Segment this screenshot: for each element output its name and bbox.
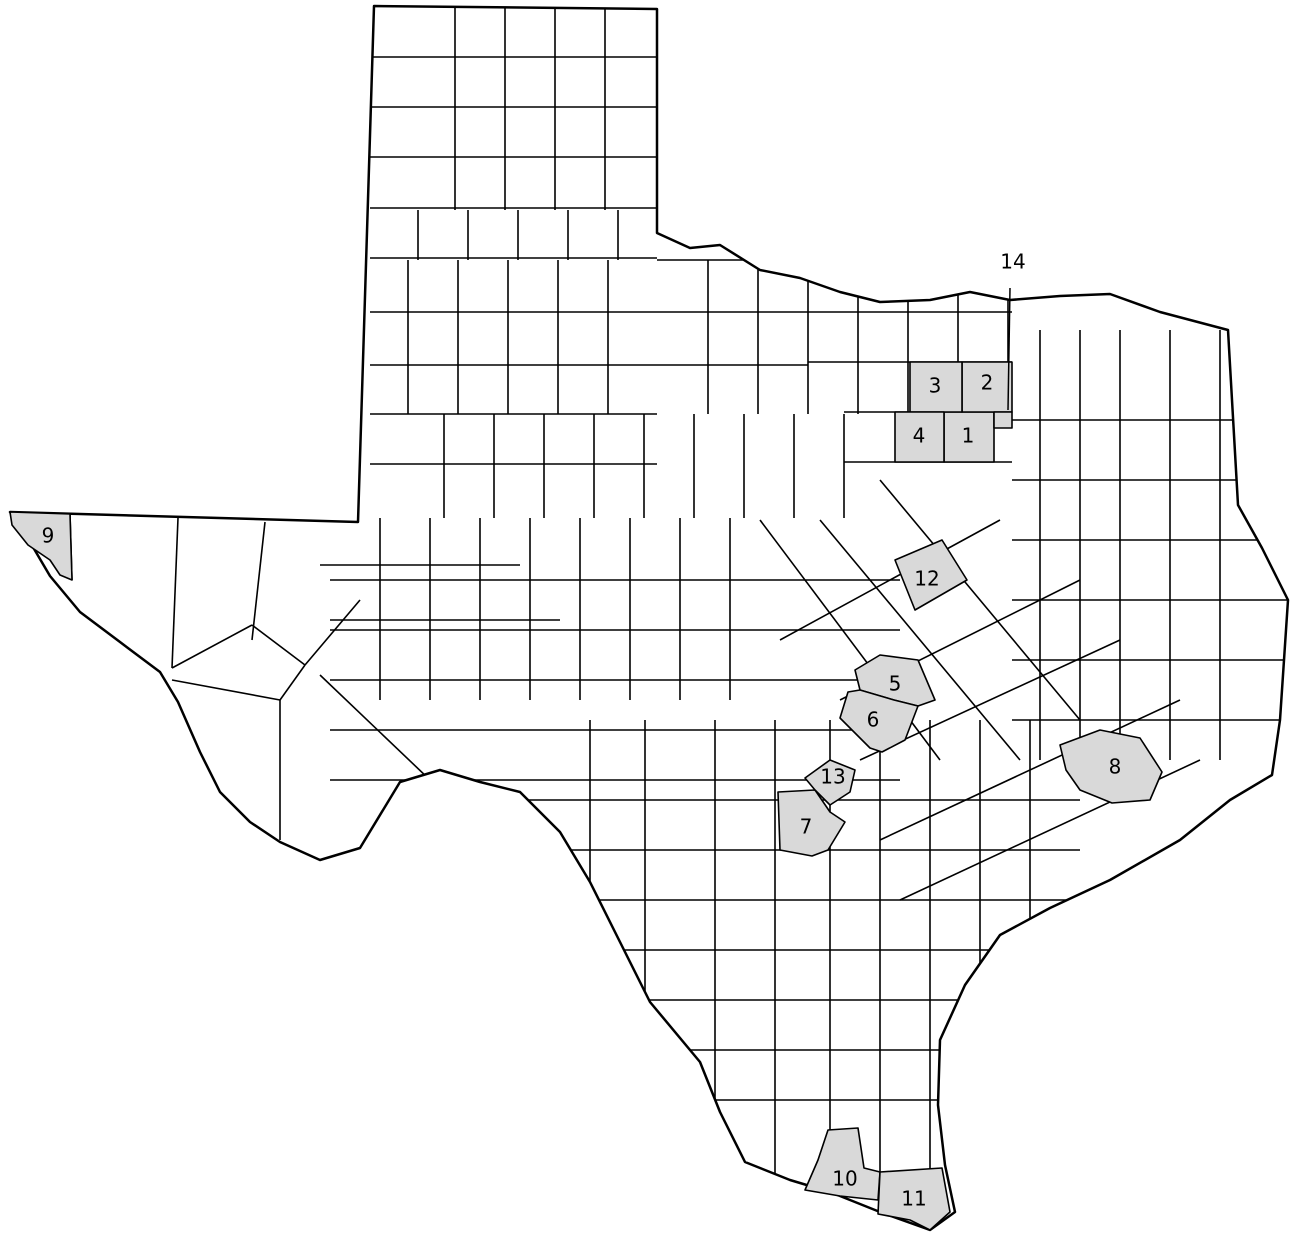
county-boundary xyxy=(171,679,281,701)
label-county-6: 6 xyxy=(867,708,880,732)
label-county-1: 1 xyxy=(962,424,975,448)
county-boundary xyxy=(171,624,253,669)
county-4 xyxy=(894,411,945,463)
label-county-8: 8 xyxy=(1109,755,1122,779)
county-9 xyxy=(9,511,73,581)
label-county-5: 5 xyxy=(889,672,902,696)
county-boundary xyxy=(251,521,266,641)
county-7 xyxy=(777,789,846,857)
label-county-13: 13 xyxy=(820,765,845,789)
county-boundary xyxy=(319,674,431,781)
texas-state-outline xyxy=(8,4,1290,1232)
label-county-7: 7 xyxy=(800,815,813,839)
label-county-2: 2 xyxy=(981,371,994,395)
county-14-leader-line xyxy=(1007,287,1011,411)
label-county-11: 11 xyxy=(901,1187,926,1211)
label-county-3: 3 xyxy=(929,374,942,398)
county-3 xyxy=(909,361,963,413)
label-county-4: 4 xyxy=(913,424,926,448)
label-county-14: 14 xyxy=(1000,250,1025,274)
label-county-9: 9 xyxy=(42,524,55,548)
county-boundary xyxy=(779,519,1001,641)
county-8 xyxy=(1059,729,1163,804)
county-boundary xyxy=(171,517,179,669)
label-county-10: 10 xyxy=(832,1167,857,1191)
county-14 xyxy=(993,411,1013,429)
county-6 xyxy=(839,689,919,753)
county-11 xyxy=(877,1167,951,1231)
county-boundary xyxy=(879,479,1081,721)
label-county-12: 12 xyxy=(914,567,939,591)
county-boundary xyxy=(819,519,1021,761)
county-boundary xyxy=(279,664,306,701)
county-boundary xyxy=(304,599,361,666)
county-12 xyxy=(894,539,968,611)
highlighted-counties xyxy=(9,361,1163,1231)
county-boundary xyxy=(251,624,306,666)
county-labels: 1 2 3 4 5 6 7 8 9 10 11 12 13 14 xyxy=(42,250,1122,1211)
county-13 xyxy=(804,759,856,806)
county-boundary xyxy=(879,699,1181,841)
